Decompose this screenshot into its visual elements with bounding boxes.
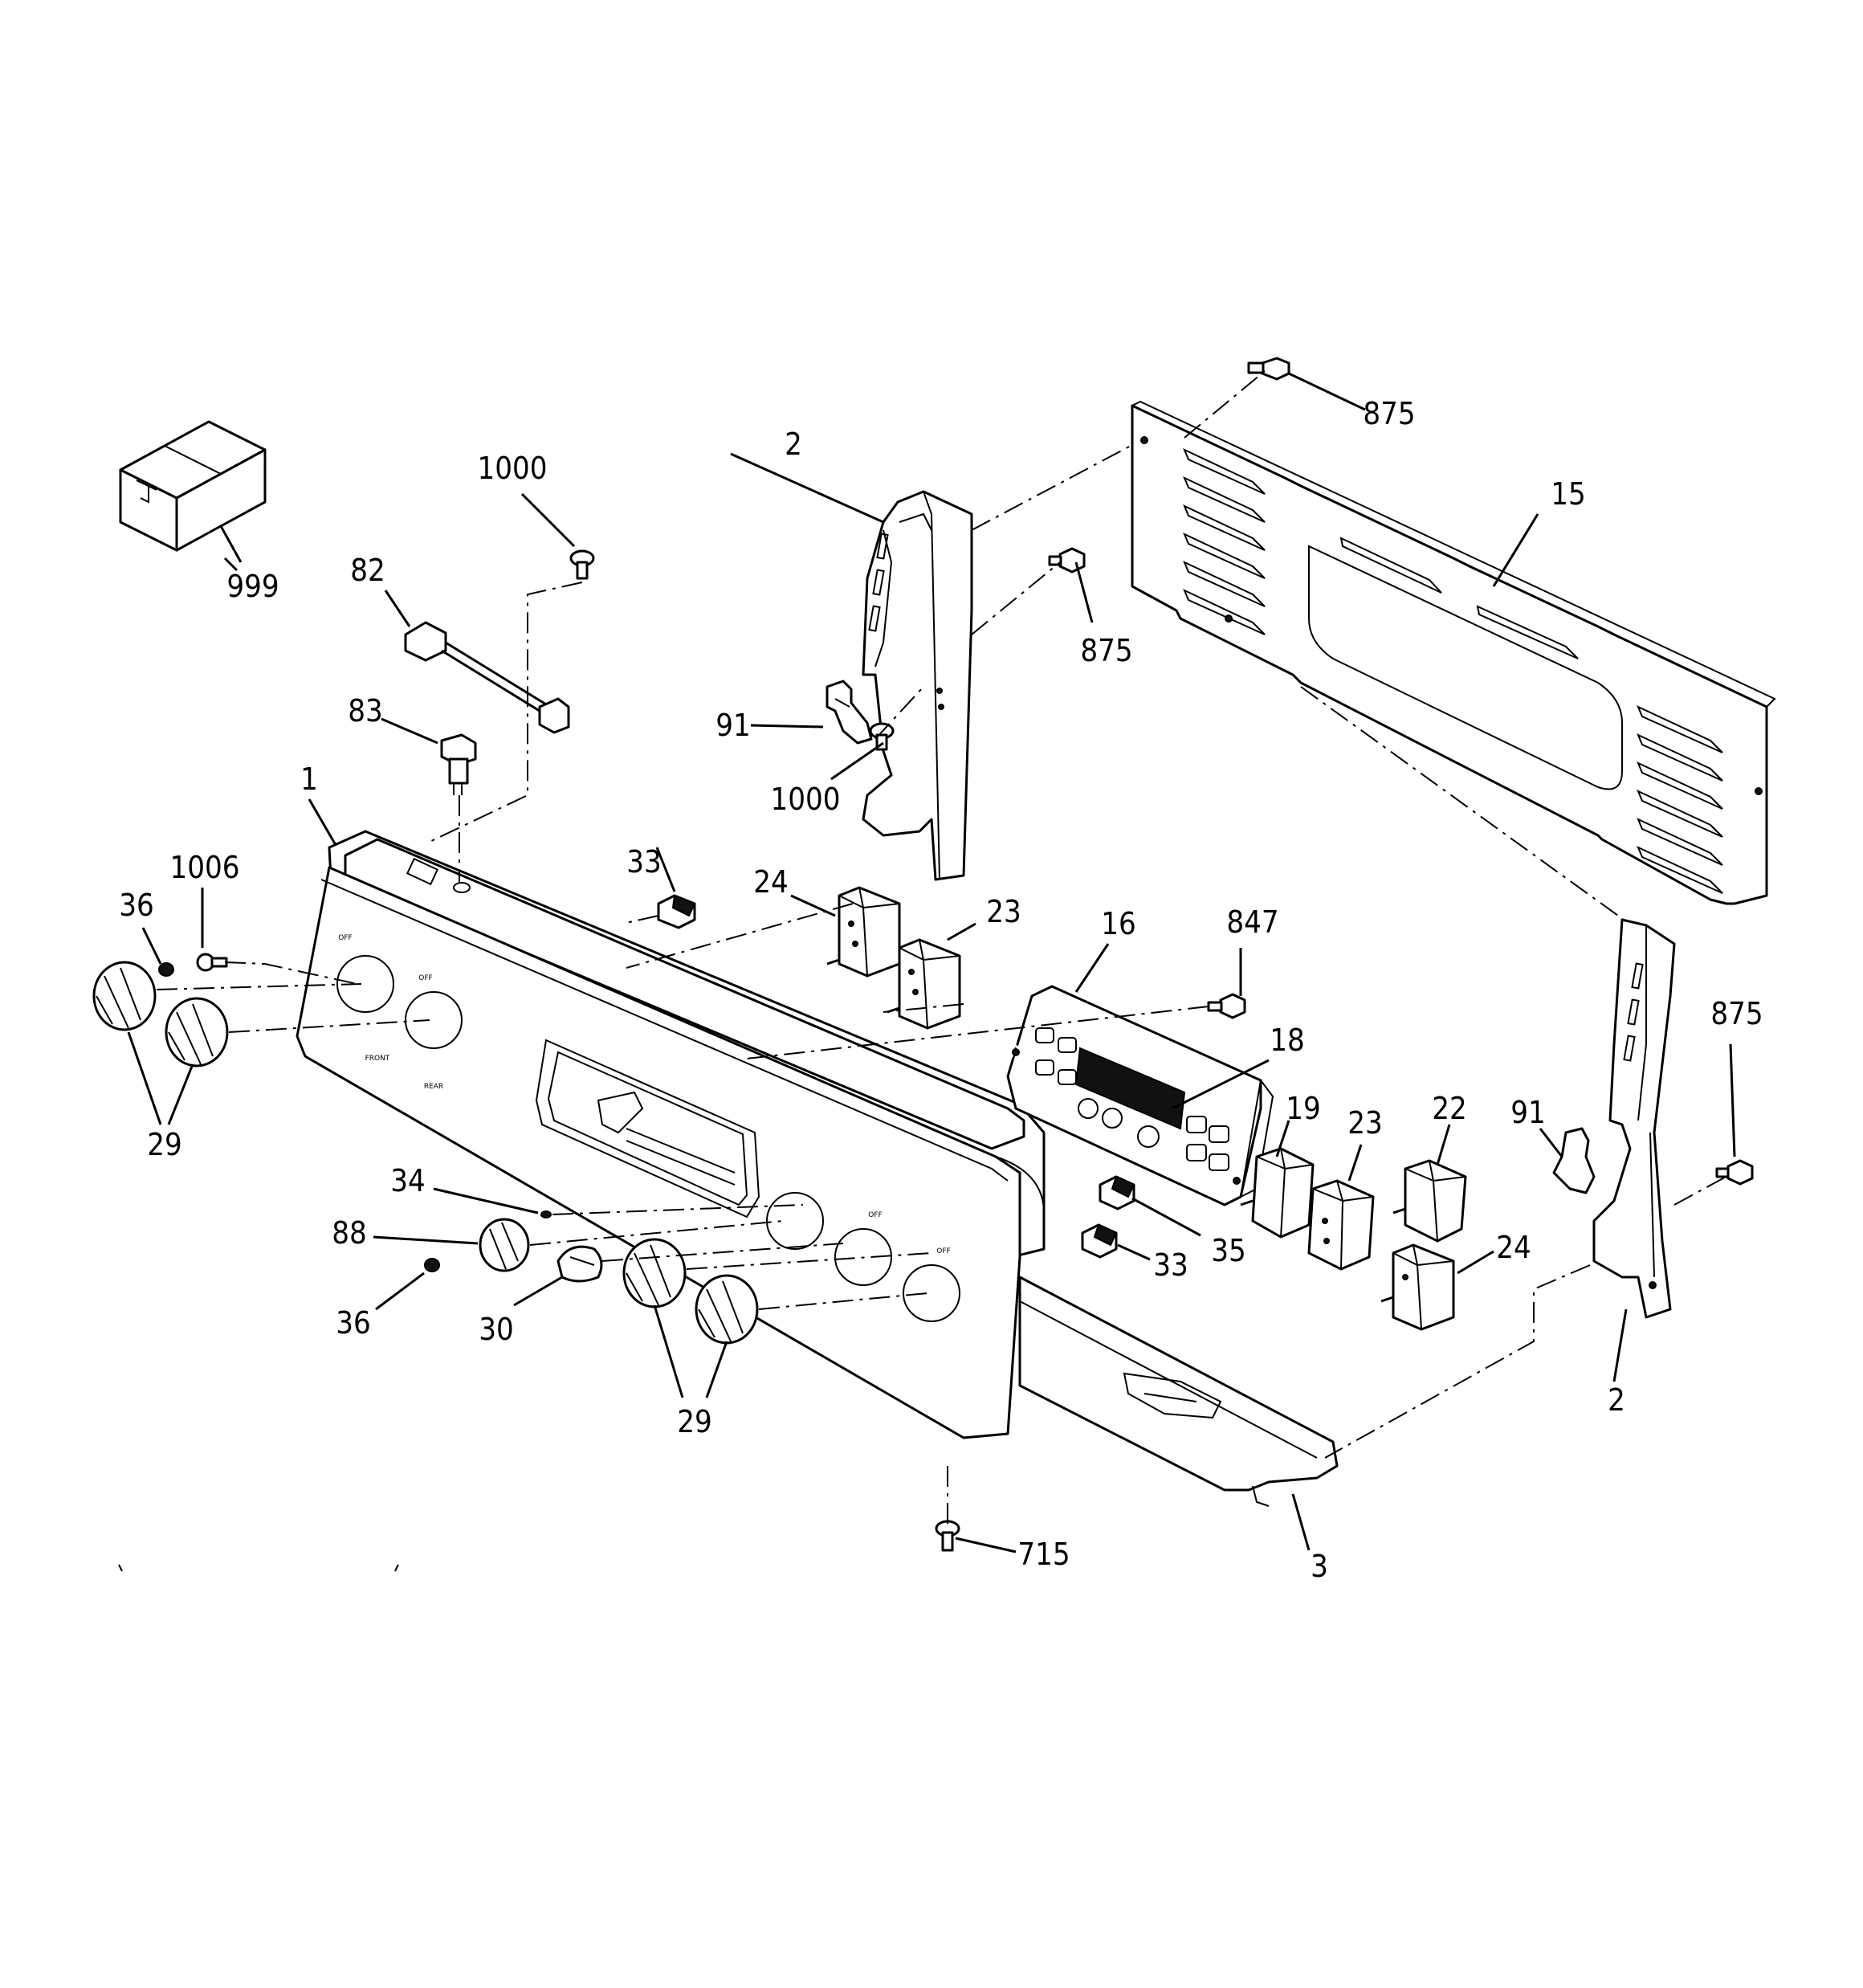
- label-88: 88: [332, 1215, 367, 1251]
- label-19: 19: [1286, 1091, 1321, 1126]
- label-1006: 1006: [170, 850, 240, 885]
- part-715-screw: [935, 1520, 960, 1552]
- part-875-screw-a: [1247, 357, 1290, 381]
- svg-text:OFF: OFF: [936, 1247, 950, 1255]
- label-34: 34: [390, 1163, 426, 1198]
- label-2-upper: 2: [785, 427, 802, 462]
- label-22: 22: [1432, 1091, 1467, 1126]
- part-847-screw: [1207, 993, 1246, 1019]
- part-875-screw-c: [1715, 1159, 1754, 1186]
- stray-marks: [118, 1564, 399, 1572]
- part-3-trim: [1018, 1276, 1339, 1507]
- label-1: 1: [300, 761, 318, 797]
- part-33-rocker-lower: [1081, 1223, 1118, 1259]
- part-29-knob-bottom-a: [622, 1238, 687, 1308]
- part-24-switch-lower: [1380, 1243, 1455, 1331]
- label-16: 16: [1101, 906, 1136, 941]
- label-18: 18: [1270, 1023, 1305, 1058]
- part-15-back-panel: [1130, 400, 1776, 905]
- svg-text:OFF: OFF: [338, 934, 352, 942]
- label-15: 15: [1551, 476, 1586, 512]
- part-91-clip-left: [826, 680, 873, 745]
- part-2-end-cap-right: [1592, 918, 1676, 1319]
- label-3: 3: [1311, 1549, 1328, 1584]
- label-1000-top: 1000: [478, 451, 548, 486]
- label-875-top: 875: [1363, 396, 1415, 431]
- part-88-knob: [479, 1218, 530, 1272]
- svg-text:FRONT: FRONT: [365, 1055, 390, 1063]
- label-35: 35: [1211, 1233, 1246, 1268]
- label-875-middle: 875: [1080, 633, 1132, 668]
- part-23-switch-upper: [887, 938, 961, 1030]
- assembly-lines: [156, 370, 1731, 1526]
- label-23-lower: 23: [1347, 1105, 1383, 1141]
- label-875-right: 875: [1710, 996, 1763, 1031]
- label-24-lower: 24: [1496, 1230, 1531, 1265]
- vents-right: [1637, 705, 1723, 894]
- part-999-box: [119, 420, 267, 552]
- label-33-lower: 33: [1153, 1247, 1188, 1283]
- part-22-switch: [1392, 1159, 1467, 1243]
- label-847: 847: [1226, 904, 1278, 940]
- part-1-control-panel: OFF OFF FRONT REAR OFF OFF: [296, 830, 1046, 1439]
- part-30-knob: [556, 1245, 603, 1283]
- label-715: 715: [1017, 1537, 1070, 1572]
- dial-markings-bottom: OFF OFF: [766, 1192, 960, 1322]
- label-24-upper: 24: [753, 864, 789, 900]
- part-2-end-cap-left: [862, 490, 973, 881]
- label-91-right: 91: [1510, 1095, 1546, 1130]
- label-999: 999: [226, 569, 279, 604]
- part-33-rocker-upper: [657, 894, 696, 929]
- label-83: 83: [348, 693, 383, 729]
- svg-text:REAR: REAR: [424, 1083, 443, 1091]
- dial-markings-left: OFF OFF FRONT REAR: [336, 934, 463, 1091]
- vents-left: [1183, 447, 1266, 635]
- label-2-lower: 2: [1608, 1382, 1625, 1418]
- label-30: 30: [479, 1312, 514, 1347]
- svg-text:OFF: OFF: [418, 974, 432, 982]
- part-23-switch-lower: [1307, 1179, 1375, 1271]
- label-36-lower: 36: [336, 1305, 371, 1341]
- leader-lines: [127, 372, 1736, 1553]
- part-82-harness: [404, 621, 570, 734]
- part-35-rocker: [1099, 1175, 1135, 1210]
- part-29-knob-bottom-b: [695, 1274, 759, 1345]
- part-29-knob-left-b: [165, 997, 229, 1067]
- part-91-clip-right: [1552, 1127, 1596, 1194]
- part-29-knob-left-a: [92, 961, 157, 1031]
- part-83-switch: [440, 733, 477, 795]
- label-33-upper: 33: [626, 844, 662, 880]
- label-1000-bracket: 1000: [771, 782, 841, 817]
- part-24-switch-upper: [826, 886, 901, 978]
- label-91-left: 91: [715, 708, 751, 743]
- label-36-upper: 36: [119, 888, 154, 923]
- part-34-pin: [540, 1210, 552, 1219]
- part-1000-screw-top: [569, 549, 595, 580]
- label-23-upper: 23: [986, 894, 1021, 929]
- svg-text:OFF: OFF: [868, 1211, 882, 1219]
- part-19-switch: [1240, 1147, 1315, 1239]
- part-1006-screw: [196, 953, 228, 972]
- part-36-spring-lower: [424, 1258, 440, 1272]
- part-36-spring-upper: [158, 962, 174, 977]
- label-29-bottom: 29: [677, 1404, 712, 1439]
- label-29-left: 29: [147, 1127, 182, 1162]
- label-82: 82: [350, 553, 385, 588]
- callout-labels: 1 2 2 3 15 16 18 19 22 23 23 24 24 29 29…: [119, 396, 1763, 1584]
